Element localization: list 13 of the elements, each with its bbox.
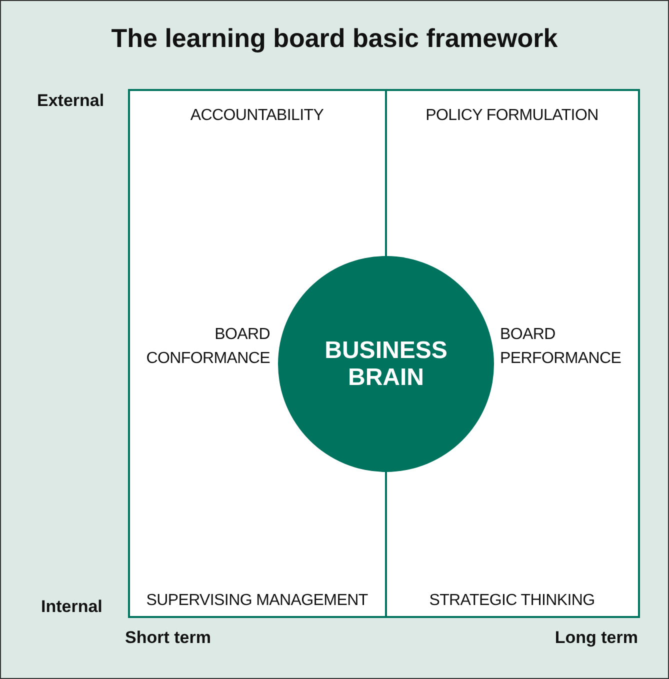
axis-label: Long term (554, 628, 638, 648)
circle-label: BUSINESS BRAIN (324, 337, 448, 391)
quadrant-label: POLICY FORMULATION (424, 107, 600, 125)
diagram-title: The learning board basic framework (110, 23, 559, 54)
matrix-box (128, 89, 640, 618)
axis-label: Short term (125, 628, 211, 648)
quadrant-label: STRATEGIC THINKING (428, 592, 596, 610)
quadrant-label: SUPERVISING MANAGEMENT (145, 592, 369, 610)
quadrant-label: BOARD CONFORMANCE (145, 325, 270, 369)
quadrant-label: BOARD PERFORMANCE (500, 325, 622, 369)
axis-label: External (37, 91, 104, 111)
axis-label: Internal (41, 597, 102, 617)
quadrant-label: ACCOUNTABILITY (189, 107, 325, 125)
